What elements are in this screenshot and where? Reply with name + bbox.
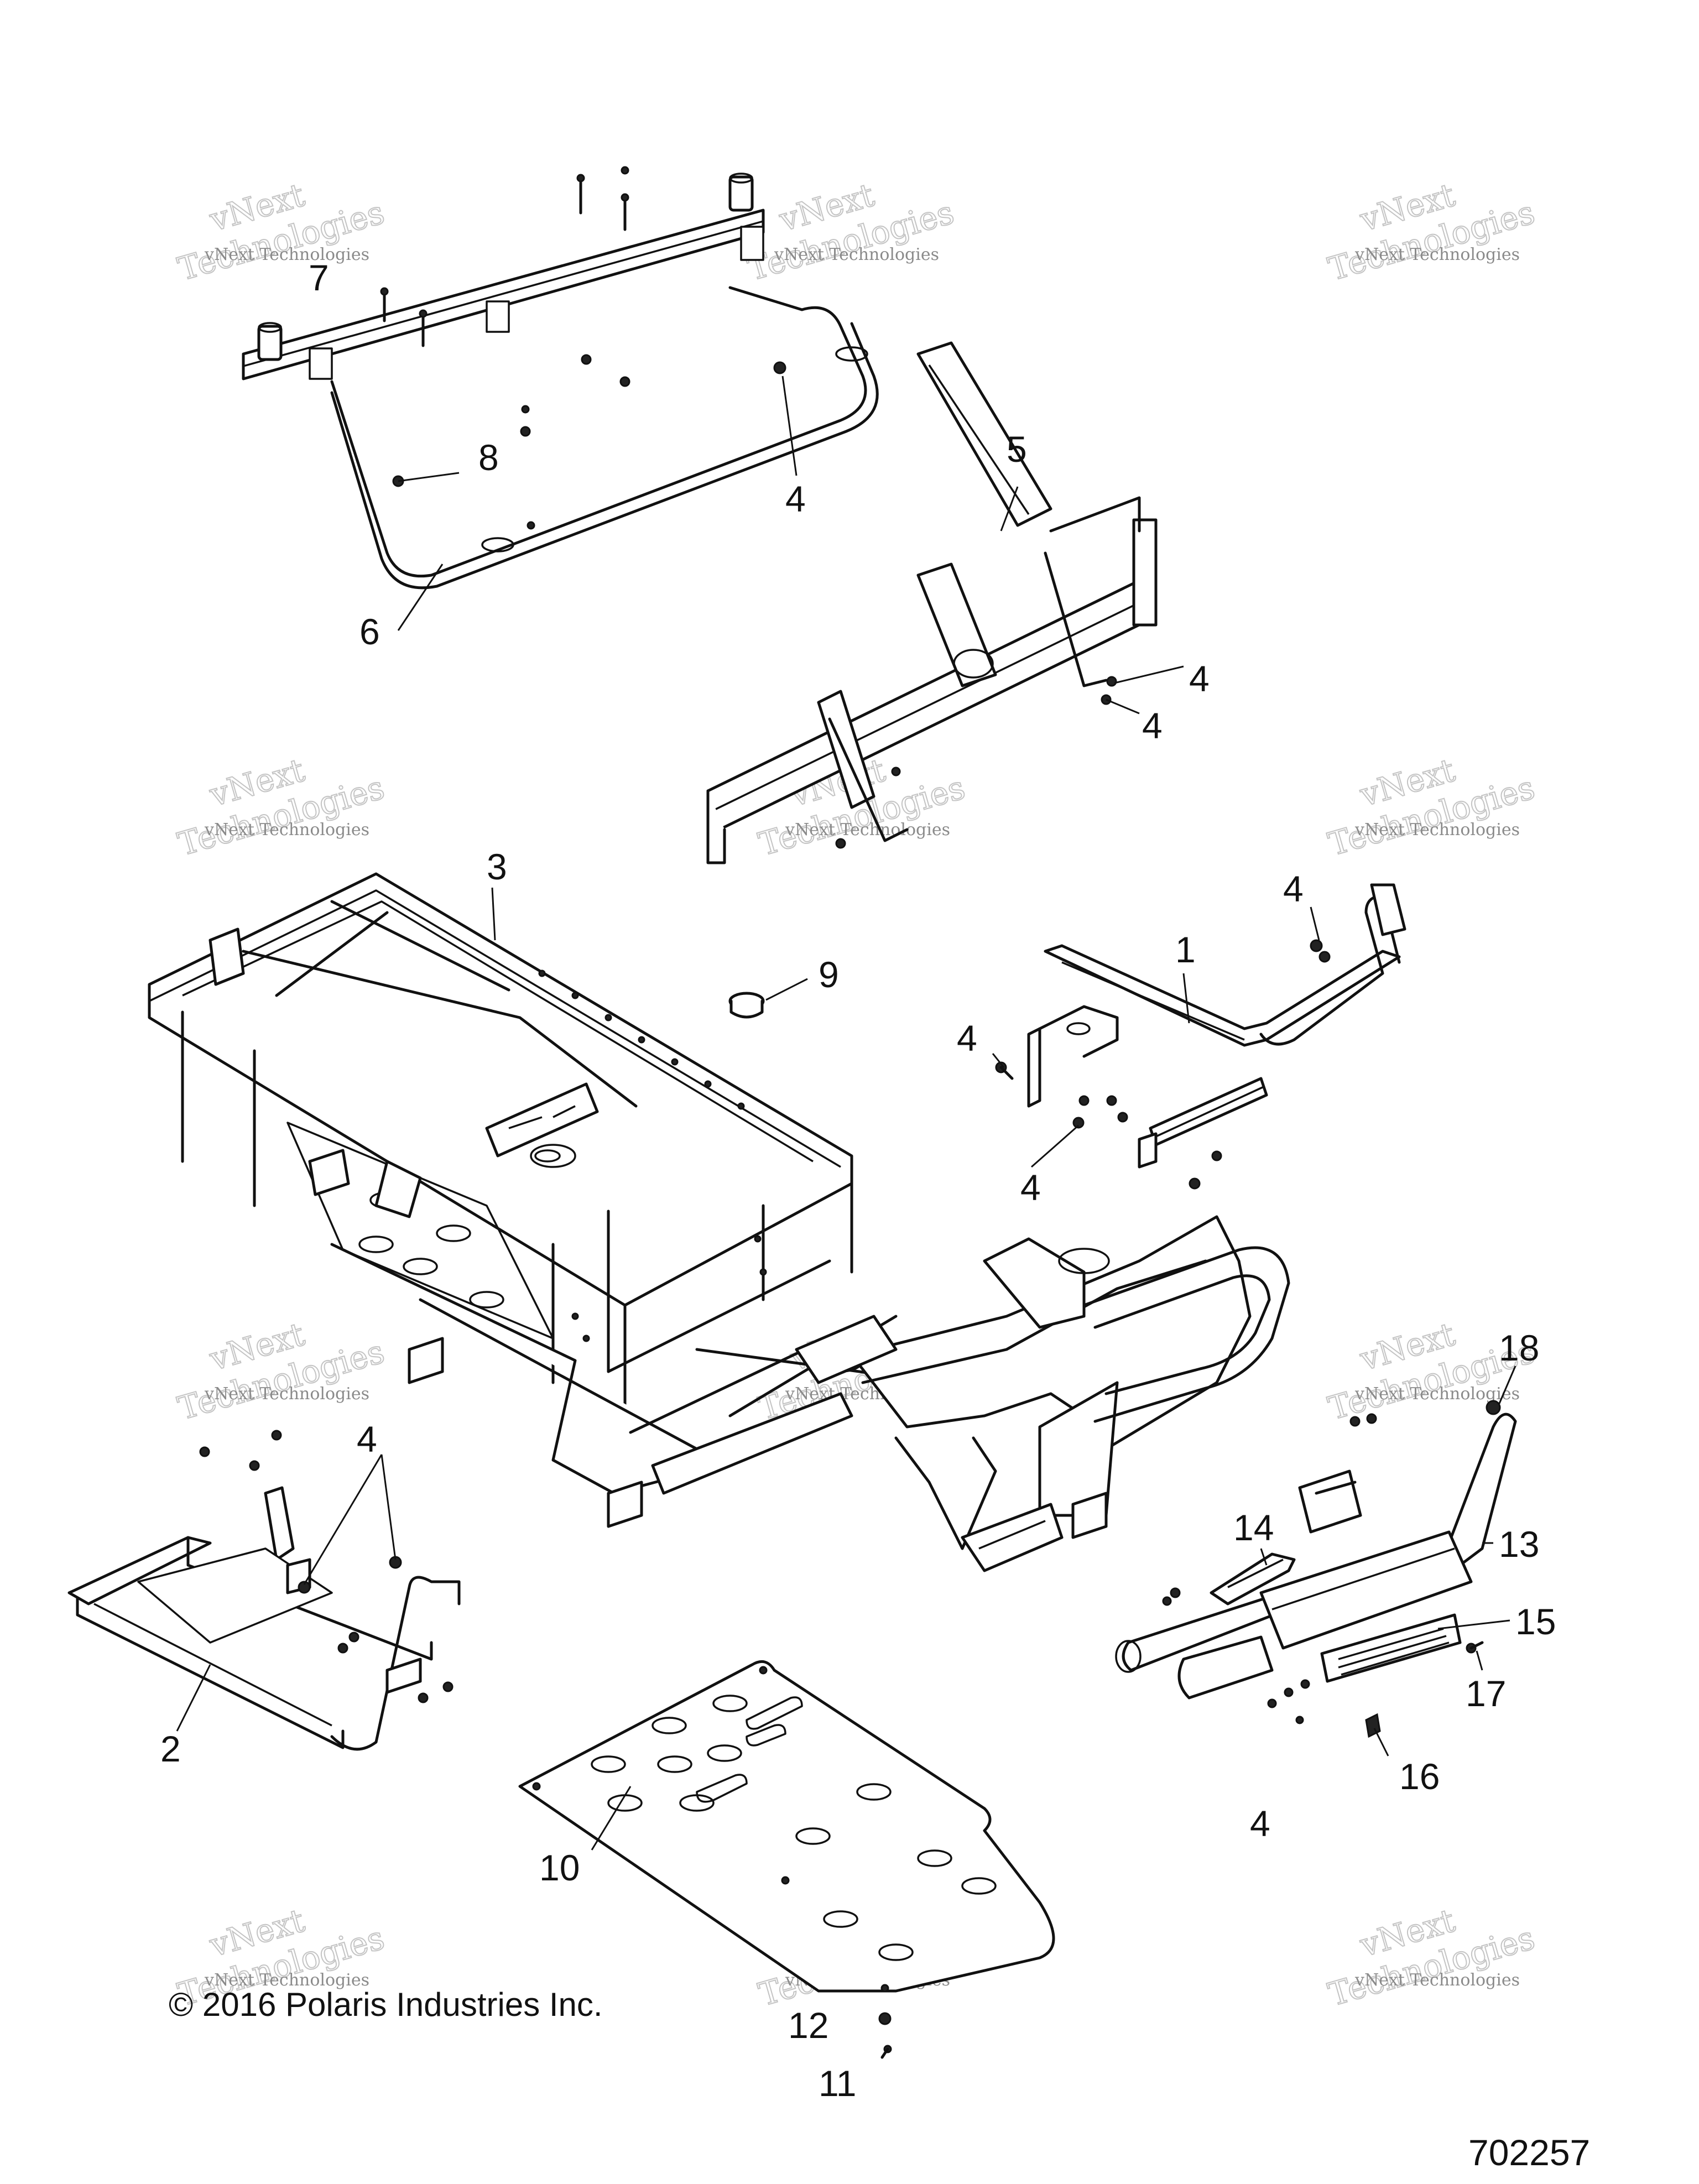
callout-18: 18 — [1499, 1327, 1539, 1368]
callout-7: 7 — [309, 257, 329, 298]
callout-14: 14 — [1233, 1507, 1274, 1548]
callout-16: 16 — [1399, 1756, 1440, 1797]
part-15-grille — [1320, 1613, 1462, 1683]
bolt-7 — [380, 166, 629, 347]
bumper-hardware — [1162, 1400, 1501, 1738]
watermark: vNext Technologies vNext Technologies — [1323, 175, 1539, 289]
leader-lines — [176, 376, 1516, 1851]
copyright-text: © 2016 Polaris Industries Inc. — [169, 1986, 603, 2023]
callout-11: 11 — [819, 2063, 857, 2104]
svg-text:vNext Technologies: vNext Technologies — [204, 1384, 369, 1404]
callout-4: 4 — [785, 478, 806, 519]
callout-4: 4 — [1189, 658, 1210, 699]
svg-text:vNext Technologies: vNext Technologies — [1354, 245, 1520, 264]
callout-13: 13 — [1499, 1524, 1539, 1565]
callout-2: 2 — [160, 1728, 181, 1769]
callout-4: 4 — [957, 1018, 977, 1059]
callout-4: 4 — [1283, 868, 1304, 909]
figure-number: 702257 — [1468, 2132, 1590, 2173]
callout-6: 6 — [359, 611, 380, 652]
callout-4: 4 — [1142, 705, 1163, 746]
part-9-plug — [728, 992, 765, 1019]
callout-15: 15 — [1515, 1601, 1556, 1642]
callout-1: 1 — [1175, 929, 1196, 970]
part-2-seat-frame — [67, 1430, 461, 1751]
watermark: vNext Technologies vNext Technologies — [173, 175, 389, 289]
callout-9: 9 — [819, 954, 839, 995]
watermark: vNext Technologies vNext Technologies — [1323, 750, 1539, 864]
part-3-main-frame — [148, 872, 1290, 1572]
svg-text:vNext Technologies: vNext Technologies — [774, 245, 939, 264]
svg-text:vNext Technologies: vNext Technologies — [1354, 820, 1520, 840]
part-11-12-hardware — [878, 2012, 892, 2059]
svg-text:vNext Technologies: vNext Technologies — [204, 820, 369, 840]
part-6-cargo-frame — [242, 166, 879, 590]
callout-10: 10 — [539, 1847, 580, 1888]
part-10-skid-plate — [518, 1660, 1055, 1993]
part-13-bumper — [1115, 1412, 1517, 1700]
callout-labels: 7 8 4 6 5 4 4 3 9 4 1 4 4 4 2 14 18 13 1… — [160, 257, 1556, 2104]
svg-text:vNext Technologies: vNext Technologies — [204, 245, 369, 264]
callout-12: 12 — [788, 2005, 828, 2046]
watermark: vNext Technologies vNext Technologies — [1323, 1901, 1539, 2014]
part-1-seat-frame — [995, 883, 1406, 1190]
callout-4: 4 — [1020, 1167, 1041, 1208]
callout-4: 4 — [1250, 1803, 1270, 1844]
part-5-rear-subframe — [706, 341, 1158, 864]
watermark: vNext Technologies vNext Technologies — [173, 750, 389, 864]
svg-text:vNext Technologies: vNext Technologies — [785, 820, 950, 840]
part-14-bracket — [1210, 1552, 1296, 1606]
svg-text:vNext Technologies: vNext Technologies — [204, 1971, 369, 1990]
watermark: vNext Technologies vNext Technologies — [173, 1315, 389, 1428]
svg-text:vNext Technologies: vNext Technologies — [1354, 1971, 1520, 1990]
callout-17: 17 — [1466, 1673, 1506, 1714]
callout-5: 5 — [1007, 429, 1027, 470]
callout-4: 4 — [357, 1419, 377, 1460]
watermark: vNext Technologies vNext Technologies — [743, 175, 958, 289]
callout-3: 3 — [487, 846, 507, 887]
callout-8: 8 — [478, 437, 499, 478]
